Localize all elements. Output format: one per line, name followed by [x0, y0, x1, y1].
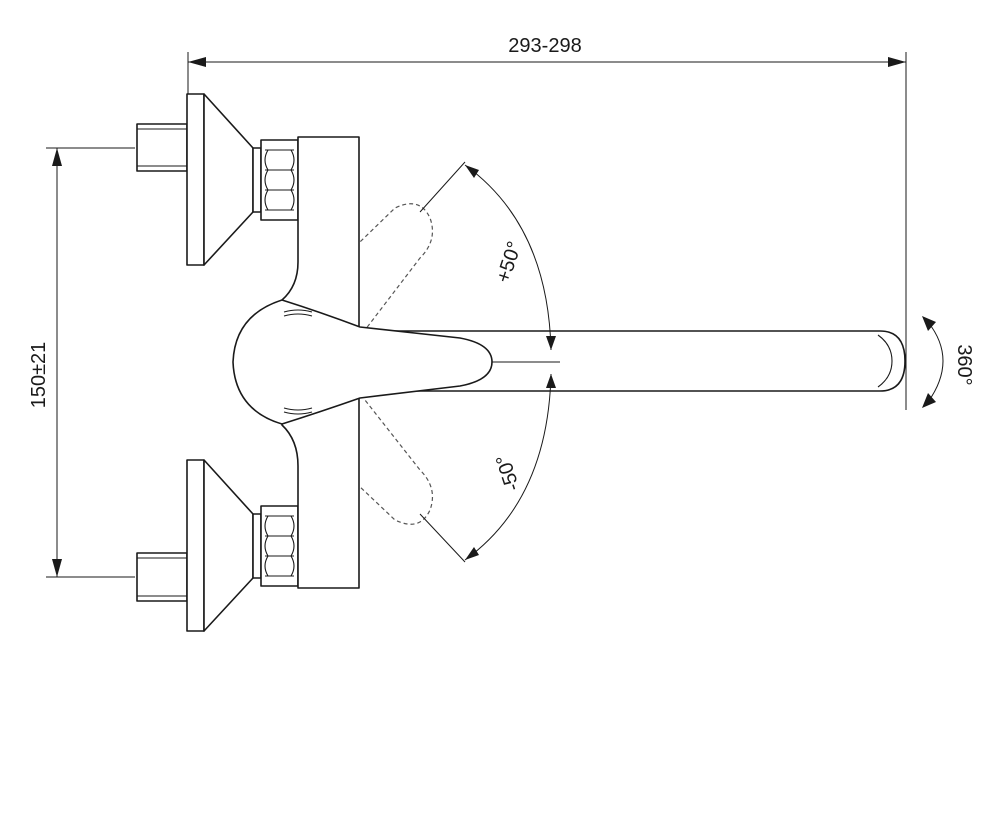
inlet-spacing-label: 150±21: [28, 342, 50, 409]
lever-down-angle-label: -50°: [492, 452, 524, 494]
lever-ghost-positions: [299, 203, 433, 525]
spout: [359, 330, 906, 392]
width-dimension-label: 293-298: [508, 35, 581, 57]
swivel-rotation-label: 360°: [953, 344, 975, 385]
lower-inlet-connector: [136, 459, 299, 632]
upper-inlet-connector: [136, 93, 299, 266]
lever-up-angle-label: +50°: [492, 239, 526, 286]
inlet-spacing-dimension: 150±21: [28, 147, 135, 578]
swivel-rotation-indicator: 360°: [922, 316, 975, 408]
width-dimension: 293-298: [187, 35, 907, 410]
lever-handle: [232, 299, 493, 425]
